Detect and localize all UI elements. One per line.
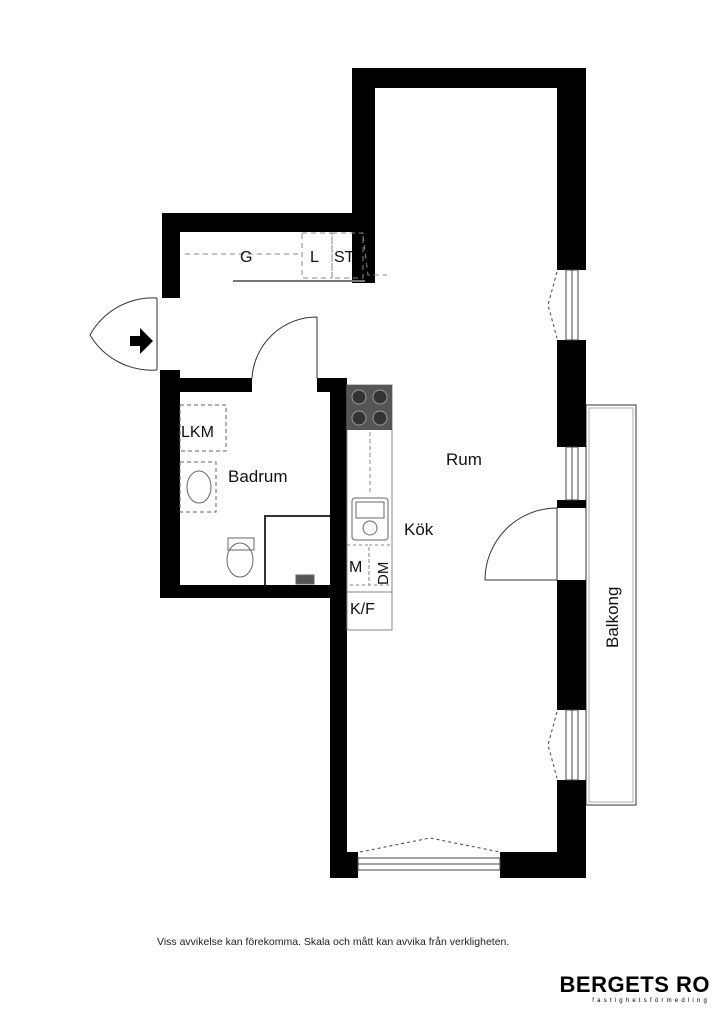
room-balkong: Balkong <box>603 587 622 648</box>
label-lkm: LKM <box>181 424 214 441</box>
wardrobe <box>185 232 387 279</box>
windows <box>357 269 579 871</box>
bathroom-fixtures <box>179 404 330 585</box>
logo-tagline: fastighetsförmedling <box>592 998 710 1004</box>
room-rum: Rum <box>446 450 482 469</box>
walls <box>160 68 586 878</box>
label-st: ST <box>334 249 355 266</box>
disclaimer-text: Viss avvikelse kan förekomma. Skala och … <box>157 936 510 948</box>
logo: BERGETS RO fastighetsförmedling <box>558 972 710 1005</box>
logo-name: BERGETS RO <box>559 972 710 997</box>
doors <box>89 297 558 581</box>
room-kok: Kök <box>404 520 434 539</box>
kitchen-counter <box>346 384 393 631</box>
label-kf: K/F <box>350 601 375 618</box>
room-badrum: Badrum <box>228 467 288 486</box>
entrance-arrow-icon <box>130 328 153 354</box>
label-l: L <box>310 249 319 266</box>
label-m: M <box>349 559 362 576</box>
label-g: G <box>240 249 252 266</box>
label-dm: DM <box>375 562 392 585</box>
